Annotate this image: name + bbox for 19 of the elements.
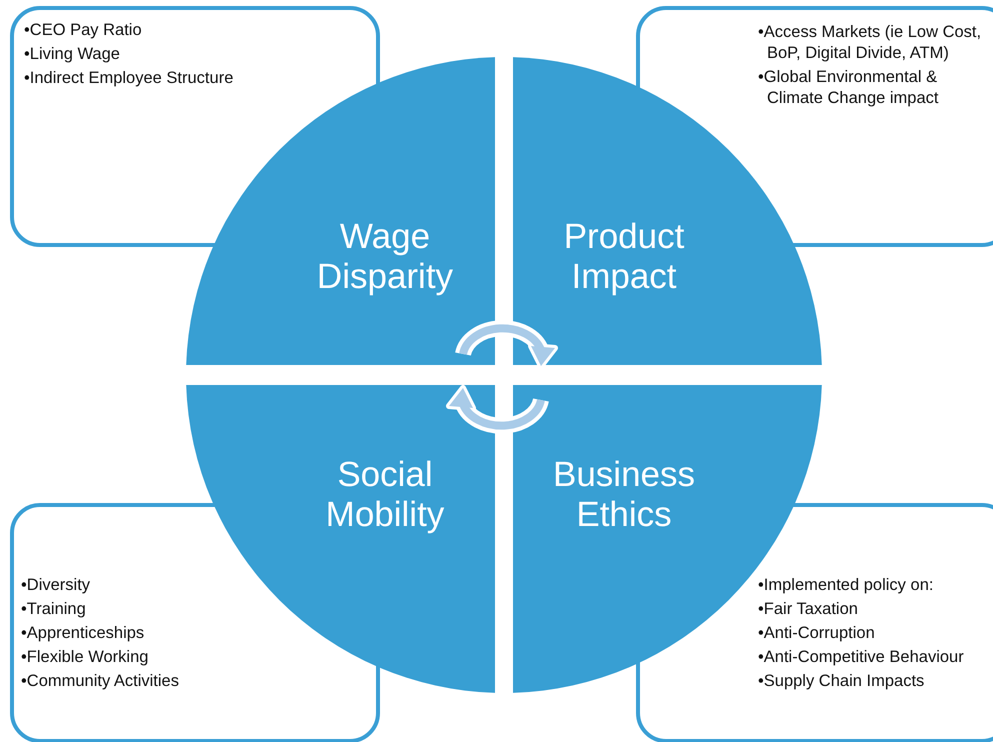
bullet-text: •Living Wage (24, 44, 121, 65)
bullet-text: •Diversity (21, 575, 92, 596)
bullet-text: •Indirect Employee Structure (24, 68, 234, 89)
quadrant-title: Business Ethics (552, 455, 696, 535)
quadrant-title: Wage Disparity (316, 217, 454, 297)
bullet-text: •Community Activities (21, 671, 180, 692)
bullet-text: •Apprenticeships (21, 623, 146, 644)
bullet-text: •CEO Pay Ratio (24, 20, 143, 41)
bullet-text: •Implemented policy on: (758, 575, 934, 596)
bullet-text: •Anti-Corruption (758, 623, 876, 644)
quadrant-title: Social Mobility (324, 455, 446, 535)
bullet-text: •Anti-Competitive Behaviour (758, 647, 965, 668)
bullet-text: •Global Environmental & Climate Change impact (758, 67, 940, 109)
bullet-text: •Access Markets (ie Low Cost, BoP, Digital Divide, ATM) (758, 22, 982, 64)
bullet-text: •Fair Taxation (758, 599, 859, 620)
bullet-text: •Training (21, 599, 87, 620)
quadrant-title: Product Impact (562, 217, 686, 297)
bullet-text: •Supply Chain Impacts (758, 671, 926, 692)
bullet-text: •Flexible Working (21, 647, 150, 668)
